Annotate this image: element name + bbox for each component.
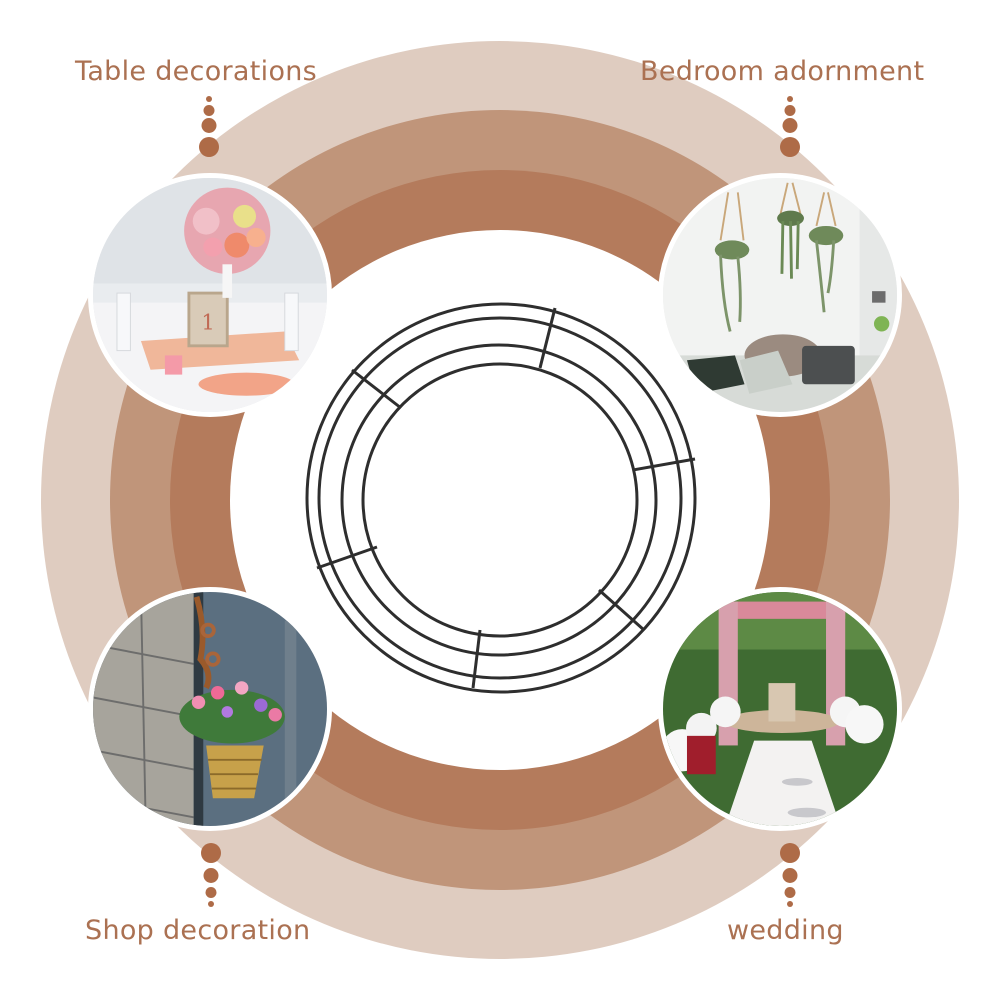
label-table-decorations: Table decorations (75, 56, 318, 87)
bedroom-illustration (663, 178, 897, 412)
dots-connector-top-left (197, 96, 221, 162)
label-shop-decoration: Shop decoration (85, 915, 311, 946)
label-wedding: wedding (727, 915, 844, 946)
dots-connector-bottom-left (199, 843, 223, 909)
hanging-flower-basket-photo (88, 587, 332, 831)
dot-icon (206, 96, 212, 102)
dots-connector-top-right (778, 96, 802, 162)
dot-icon (205, 887, 217, 898)
dot-icon (784, 887, 796, 898)
dot-icon (203, 105, 215, 116)
dots-connector-bottom-right (778, 843, 802, 909)
dot-icon (780, 843, 800, 863)
dot-icon (782, 118, 798, 133)
bedroom-hanging-plants-photo (658, 173, 902, 417)
dot-icon (782, 868, 798, 883)
dot-icon (201, 118, 217, 133)
wedding-arch-aisle-photo (658, 587, 902, 831)
dot-icon (208, 901, 214, 907)
shop-basket-illustration (93, 592, 327, 826)
dot-icon (784, 105, 796, 116)
svg-text:1: 1 (201, 310, 214, 335)
wire-wreath-frame (305, 302, 697, 694)
dot-icon (203, 868, 219, 883)
dot-icon (201, 843, 221, 863)
dot-icon (199, 137, 219, 157)
dot-icon (787, 96, 793, 102)
wedding-illustration (663, 592, 897, 826)
label-bedroom-adornment: Bedroom adornment (640, 56, 925, 87)
table-centerpiece-illustration: 1 (93, 178, 327, 412)
table-centerpiece-photo: 1 (88, 173, 332, 417)
dot-icon (780, 137, 800, 157)
dot-icon (787, 901, 793, 907)
